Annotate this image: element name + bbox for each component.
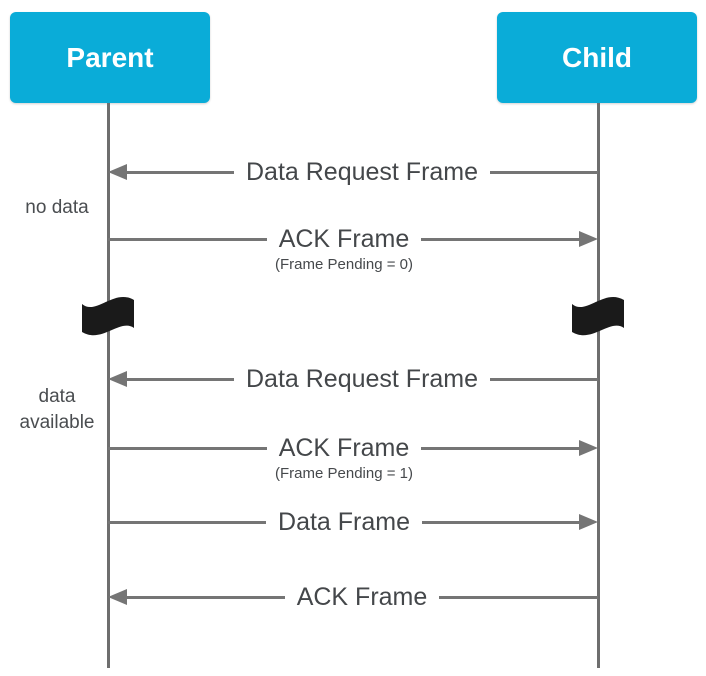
message-line [108, 446, 267, 450]
message-label: Data Request Frame [245, 157, 479, 186]
message-label-wrap: ACK Frame (Frame Pending = 1) [267, 433, 422, 482]
message-label: ACK Frame [278, 433, 410, 462]
message-line [126, 377, 234, 381]
arrowhead-left-icon [108, 371, 127, 387]
message-label-wrap: Data Request Frame [234, 158, 490, 187]
message-ack-frame-2: ACK Frame (Frame Pending = 1) [108, 431, 598, 482]
message-line [490, 377, 599, 381]
message-label: ACK Frame [278, 224, 410, 253]
message-data-request-frame-2: Data Request Frame [108, 362, 599, 396]
message-data-request-frame-1: Data Request Frame [108, 155, 599, 189]
message-label: Data Request Frame [245, 364, 479, 393]
message-sublabel: (Frame Pending = 0) [275, 255, 413, 273]
message-line [126, 595, 285, 599]
message-label: Data Frame [278, 507, 410, 536]
arrowhead-right-icon [579, 514, 599, 530]
arrowhead-left-icon [108, 164, 127, 180]
message-label-wrap: Data Request Frame [234, 365, 490, 394]
message-line [421, 237, 580, 241]
message-line [439, 595, 598, 599]
arrowhead-left-icon [108, 589, 127, 605]
message-data-frame: Data Frame [108, 505, 599, 539]
message-ack-frame-3: ACK Frame [108, 580, 598, 614]
flag-icon [82, 296, 134, 336]
flag-icon [572, 296, 624, 336]
message-ack-frame-1: ACK Frame (Frame Pending = 0) [108, 222, 598, 273]
message-label-wrap: ACK Frame (Frame Pending = 0) [267, 224, 422, 273]
lifeline-child [596, 103, 600, 668]
actor-parent-label: Parent [66, 41, 154, 73]
message-line [126, 170, 234, 174]
message-line [108, 237, 267, 241]
actor-child: Child [497, 12, 697, 103]
actor-child-label: Child [562, 41, 632, 73]
arrowhead-right-icon [579, 231, 598, 247]
message-label-wrap: Data Frame [266, 508, 422, 537]
actor-parent: Parent [10, 12, 210, 103]
note-no-data: no data [25, 197, 89, 218]
message-label: ACK Frame [296, 582, 428, 611]
message-line [490, 170, 599, 174]
arrowhead-right-icon [579, 440, 598, 456]
note-data-available: data available [19, 386, 95, 433]
message-label-wrap: ACK Frame [285, 583, 440, 612]
message-sublabel: (Frame Pending = 1) [275, 464, 413, 482]
message-line [422, 520, 581, 524]
message-line [108, 520, 267, 524]
message-line [421, 446, 580, 450]
